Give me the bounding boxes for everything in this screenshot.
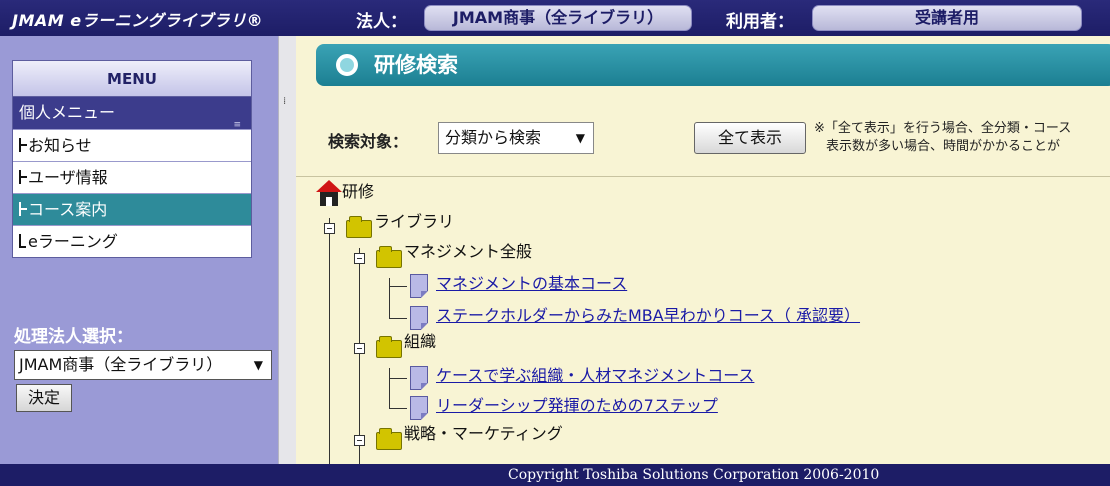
tree-course-link: リーダーシップ発揮のための7ステップ (436, 392, 718, 420)
menu-item-label: お知らせ (28, 136, 92, 155)
menu-title: MENU (13, 61, 251, 97)
search-target-label: 検索対象： (328, 132, 409, 151)
menu-item-label: ユーザ情報 (28, 168, 108, 187)
tree-course-link: マネジメントの基本コース (436, 270, 627, 298)
note-line: 表示数が多い場合、時間がかかることが (826, 139, 1061, 154)
tree-root: 研修 (342, 182, 375, 201)
document-icon (410, 274, 428, 298)
tree-line (389, 408, 407, 409)
tree-node-category[interactable]: 戦略・マーケティング (404, 424, 563, 443)
folder-icon (376, 336, 402, 358)
page-title-bar: 研修検索 (316, 44, 1110, 86)
tree-line (389, 278, 390, 318)
splitter-grip-icon: ⁞ (283, 96, 287, 107)
corp-select[interactable]: JMAM商事（全ライブラリ） ▼ (14, 350, 272, 380)
home-icon (316, 180, 342, 208)
show-all-button[interactable]: 全て表示 (694, 122, 806, 154)
note-line: ※「全て表示」を行う場合、全分類・コース (814, 121, 1072, 136)
document-icon (410, 306, 428, 330)
tree-course-link: ステークホルダーからみたMBA早わかりコース（ 承認要） (436, 302, 860, 330)
course-link[interactable]: ステークホルダーからみたMBA早わかりコース（ 承認要） (436, 306, 861, 325)
menu-item-elearning[interactable]: eラーニング (13, 225, 251, 257)
search-target-value: 分類から検索 (445, 128, 542, 147)
folder-icon (376, 246, 402, 268)
folder-icon (346, 216, 372, 238)
page-title: 研修検索 (374, 53, 458, 77)
tree-node-category[interactable]: マネジメント全般 (404, 242, 533, 261)
menu-item-label: コース案内 (28, 200, 108, 219)
user-label: 利用者： (726, 12, 794, 32)
course-link[interactable]: リーダーシップ発揮のための7ステップ (436, 396, 718, 415)
tree-line (389, 378, 407, 379)
menu-panel: MENU 個人メニュー ≡ お知らせ ユーザ情報 コース案内 eラーニング (12, 60, 252, 258)
collapse-icon[interactable] (354, 435, 365, 446)
sidebar: MENU 個人メニュー ≡ お知らせ ユーザ情報 コース案内 eラーニング 処理… (0, 36, 278, 464)
course-link[interactable]: ケースで学ぶ組織・人材マネジメントコース (436, 366, 755, 385)
document-icon (410, 366, 428, 390)
app-logo: JMAM eラーニングライブラリ® (12, 11, 264, 30)
grip-icon: ≡ (233, 120, 241, 130)
tree-line (359, 248, 360, 464)
collapse-icon[interactable] (324, 223, 335, 234)
menu-item-user-info[interactable]: ユーザ情報 (13, 161, 251, 193)
menu-section-label: 個人メニュー (19, 103, 116, 122)
tree-branch-icon (19, 202, 27, 216)
divider (296, 176, 1110, 177)
tree-branch-icon (19, 170, 27, 184)
show-all-note: ※「全て表示」を行う場合、全分類・コース 表示数が多い場合、時間がかかることが (814, 120, 1071, 156)
dropdown-arrow-icon: ▼ (253, 358, 263, 372)
folder-icon (376, 428, 402, 450)
tree-branch-end-icon (19, 234, 26, 248)
collapse-icon[interactable] (354, 253, 365, 264)
corp-select-label: 処理法人選択： (14, 327, 133, 347)
course-link[interactable]: マネジメントの基本コース (436, 274, 628, 293)
app-header: JMAM eラーニングライブラリ® 法人： JMAM商事（全ライブラリ） 利用者… (0, 0, 1110, 36)
tree-branch-icon (19, 138, 27, 152)
main-content: 研修検索 検索対象： 分類から検索 ▼ 全て表示 ※「全て表示」を行う場合、全分… (296, 36, 1110, 464)
collapse-icon[interactable] (354, 343, 365, 354)
dropdown-arrow-icon: ▼ (575, 131, 585, 145)
decide-button[interactable]: 決定 (16, 384, 72, 412)
corp-label: 法人： (356, 12, 407, 32)
menu-section-personal[interactable]: 個人メニュー ≡ (13, 97, 251, 130)
tree-node-library[interactable]: ライブラリ (374, 212, 455, 231)
tree-node-category[interactable]: 組織 (404, 332, 437, 351)
tree-line (389, 286, 407, 287)
menu-item-course-guide[interactable]: コース案内 (13, 193, 251, 225)
tree-line (389, 368, 390, 408)
tree-line (389, 318, 407, 319)
menu-item-news[interactable]: お知らせ (13, 129, 251, 161)
tree-line (329, 218, 330, 464)
search-target-select[interactable]: 分類から検索 ▼ (438, 122, 594, 154)
user-name-box: 受講者用 (812, 5, 1082, 31)
footer: Copyright Toshiba Solutions Corporation … (0, 464, 1110, 486)
title-circle-icon (336, 54, 358, 76)
pane-splitter[interactable]: ⁞ (278, 36, 296, 464)
copyright-text: Copyright Toshiba Solutions Corporation … (508, 467, 880, 483)
corp-select-value: JMAM商事（全ライブラリ） (19, 355, 223, 374)
corp-name-box: JMAM商事（全ライブラリ） (424, 5, 692, 31)
tree-course-link: ケースで学ぶ組織・人材マネジメントコース (436, 362, 754, 390)
course-tree: 研修 ライブラリ マネジメント全般 マネジメントの基本コース ステークホルダーか… (296, 176, 1110, 464)
menu-item-label: eラーニング (28, 232, 118, 251)
document-icon (410, 396, 428, 420)
